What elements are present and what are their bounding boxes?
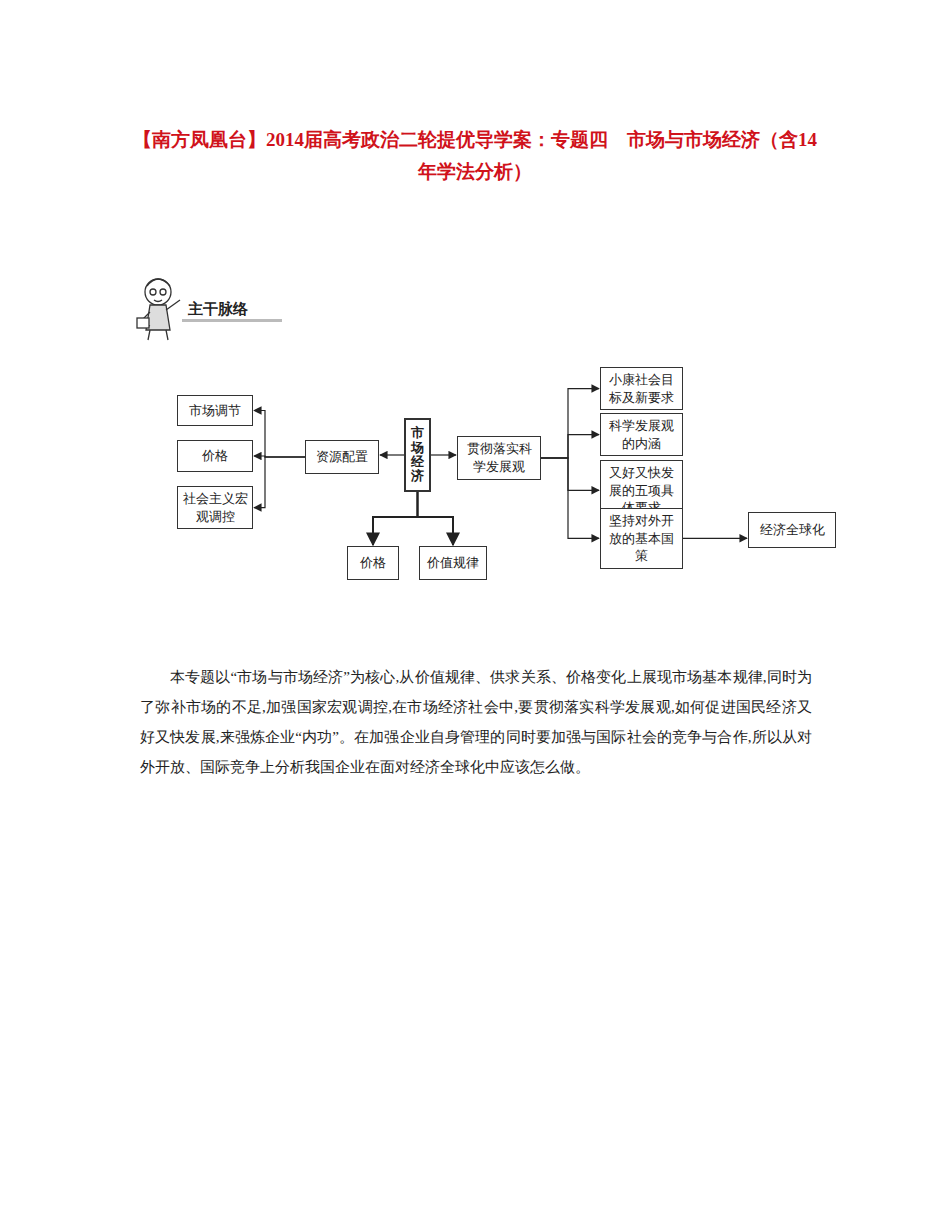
box-text: 价值规律 [427, 554, 479, 572]
box-text: 社会主义宏观调控 [182, 490, 248, 525]
process-box: 价格 [347, 546, 399, 580]
box-text: 小康社会目标及新要求 [605, 371, 678, 406]
box-text: 贯彻落实科学发展观 [462, 440, 536, 475]
connector [380, 454, 404, 455]
process-box: 资源配置 [305, 440, 379, 474]
process-box: 贯彻落实科学发展观 [457, 436, 541, 480]
box-text: 价格 [360, 554, 386, 572]
connector [431, 454, 456, 455]
connector [254, 411, 305, 458]
box-text: 经济全球化 [760, 521, 825, 539]
box-text: 市场调节 [189, 402, 241, 420]
connector [541, 458, 599, 490]
body-paragraph: 本专题以“市场与市场经济”为核心,从价值规律、供求关系、价格变化上展现市场基本规… [140, 662, 812, 782]
connector [418, 492, 454, 545]
heading-underline [182, 319, 282, 322]
connector [683, 538, 747, 539]
teacher-figure [137, 279, 180, 340]
process-box: 价值规律 [419, 546, 487, 580]
process-box: 市场调节 [177, 395, 253, 426]
connector [254, 457, 305, 508]
box-text: 坚持对外开放的基本国策 [605, 512, 678, 565]
core-box: 市场经济 [404, 418, 431, 492]
process-box: 坚持对外开放的基本国策 [600, 508, 683, 569]
process-box: 社会主义宏观调控 [177, 486, 253, 529]
process-box: 价格 [177, 440, 253, 472]
connector [541, 435, 599, 458]
process-box: 经济全球化 [748, 512, 836, 548]
box-text: 市场经济 [411, 426, 424, 483]
connector [541, 389, 599, 458]
box-text: 价格 [202, 447, 228, 465]
page-title: 【南方凤凰台】2014届高考政治二轮提优导学案：专题四 市场与市场经济（含14年… [125, 124, 825, 188]
process-box: 小康社会目标及新要求 [600, 367, 683, 410]
section-heading: 主干脉络 [188, 300, 248, 319]
box-text: 资源配置 [316, 448, 368, 466]
process-box: 科学发展观的内涵 [600, 413, 683, 456]
connector [373, 492, 418, 545]
box-text: 科学发展观的内涵 [605, 417, 678, 452]
connector [541, 458, 599, 538]
